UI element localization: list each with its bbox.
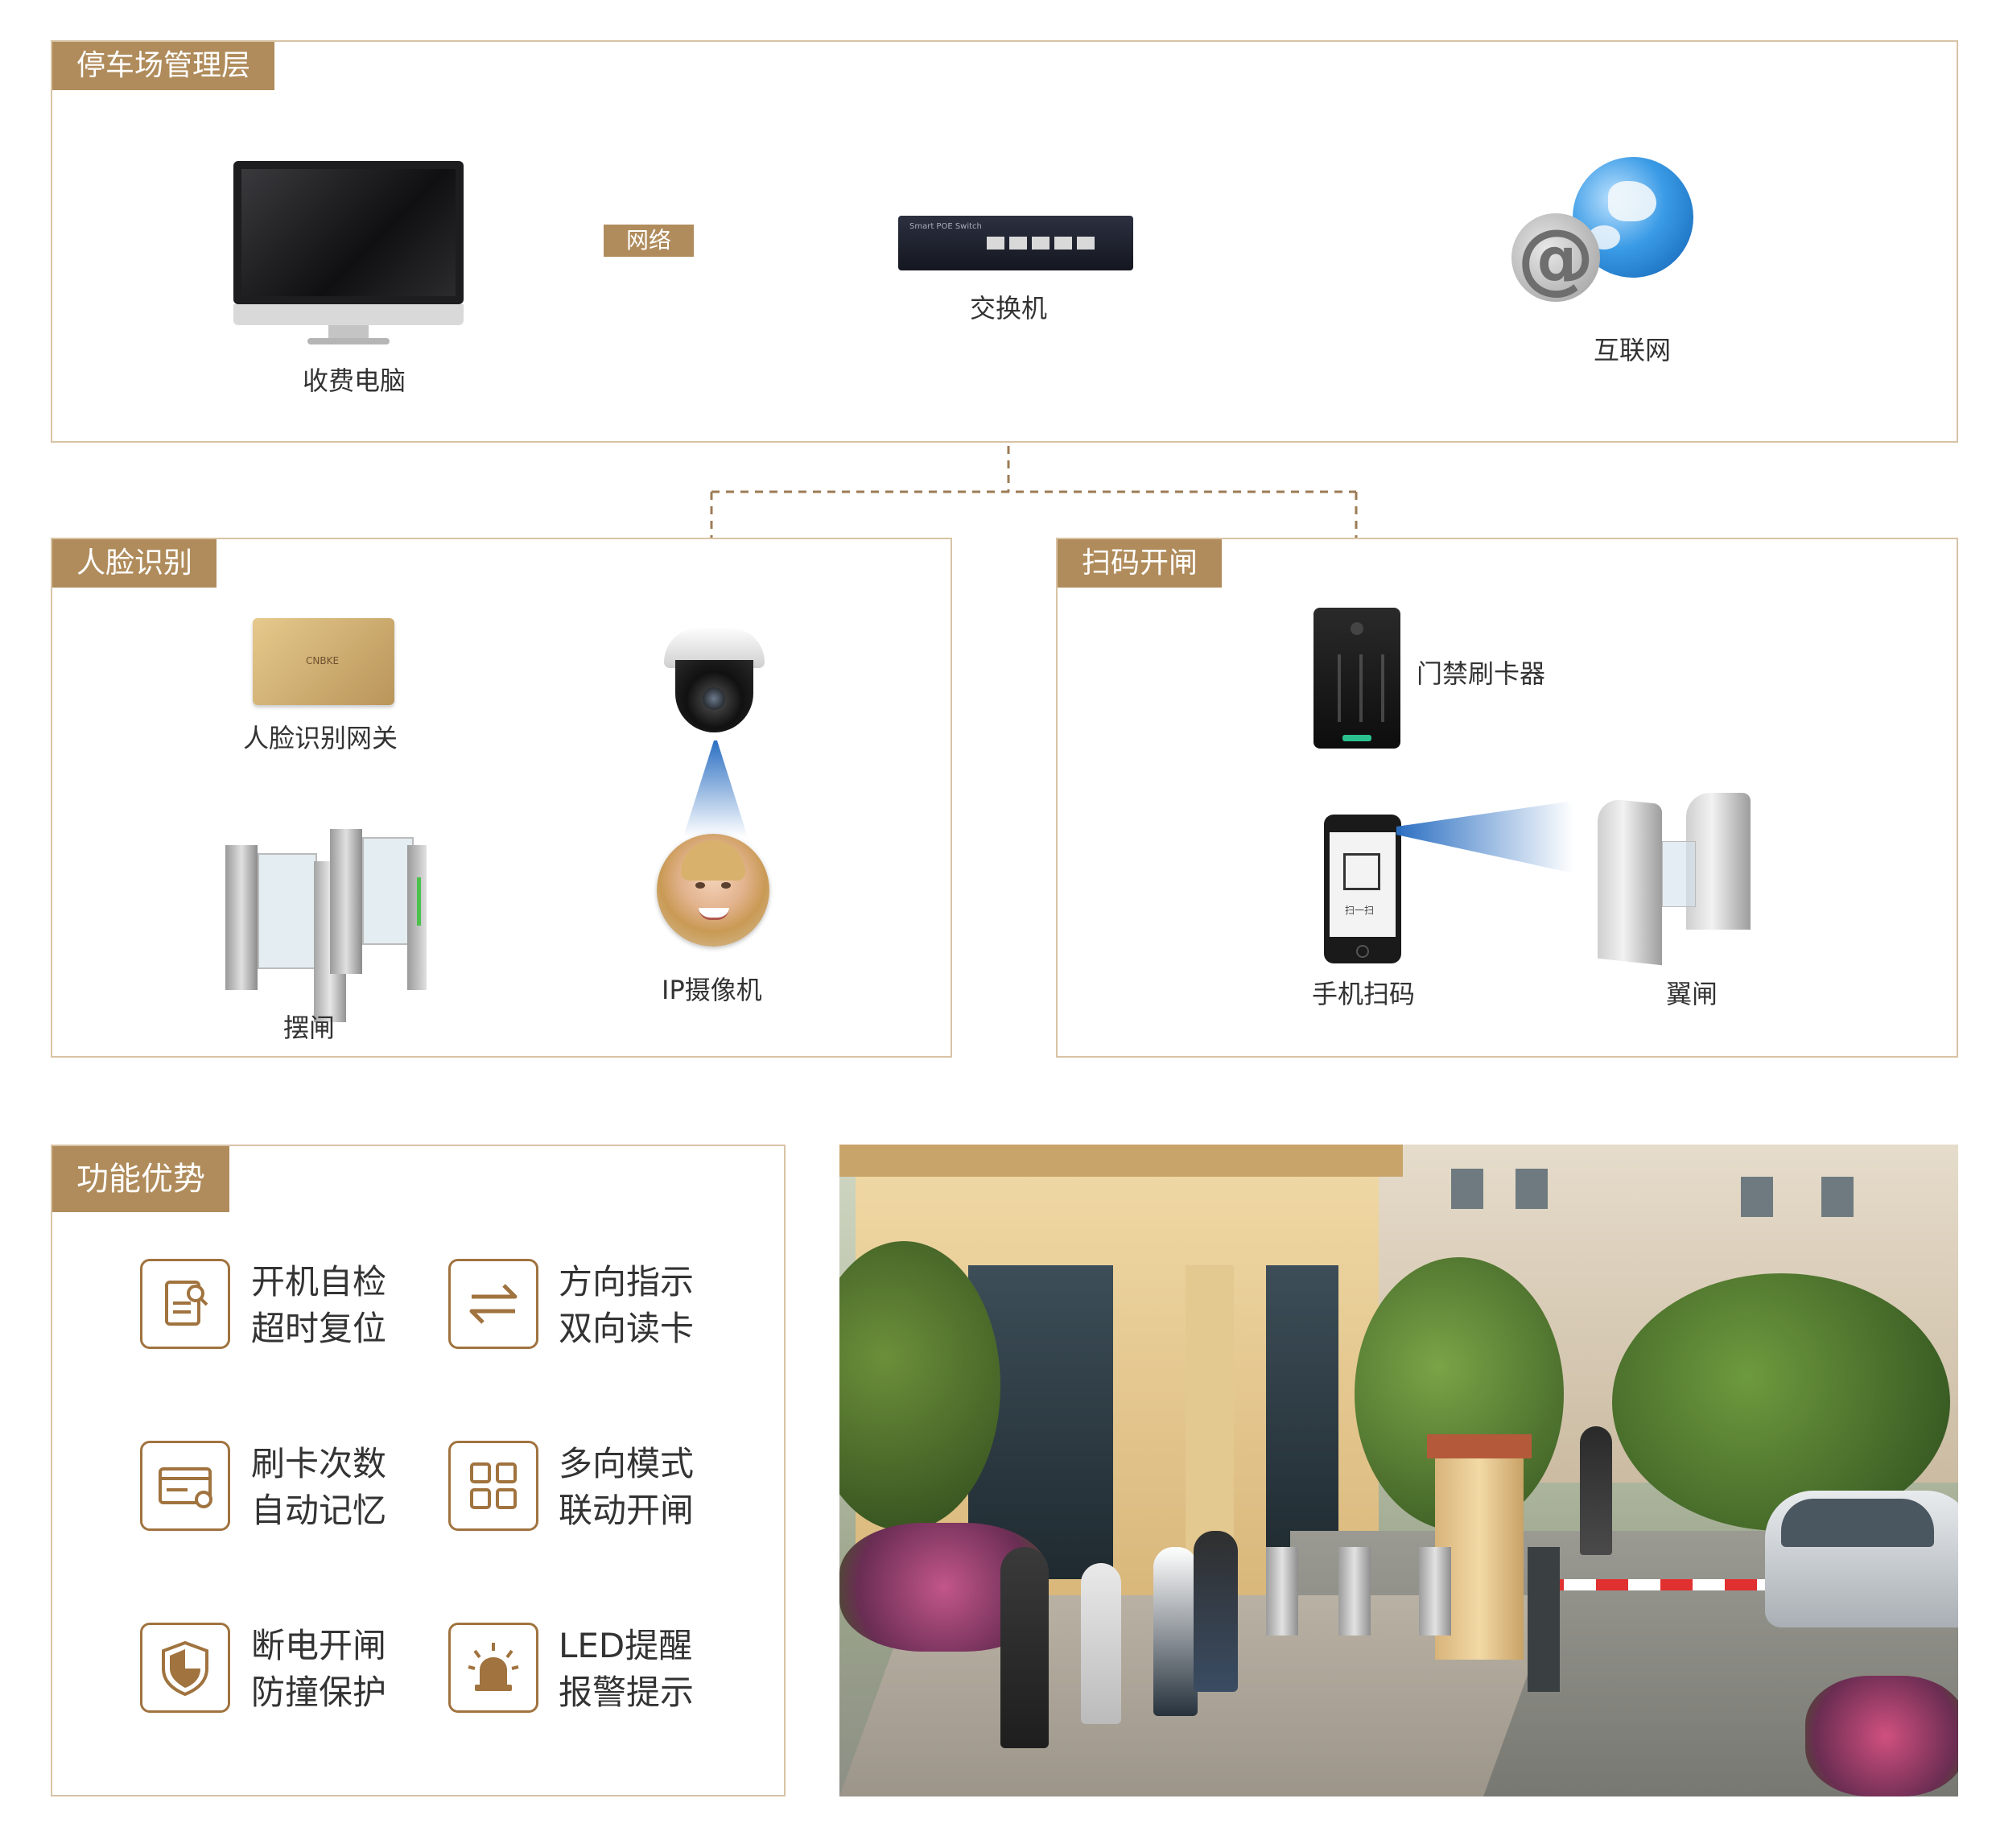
scan-beam bbox=[1396, 801, 1573, 873]
face-gateway-label: 人脸识别网关 bbox=[243, 723, 398, 753]
grid-modules-icon bbox=[448, 1441, 538, 1531]
management-title: 停车场管理层 bbox=[52, 42, 275, 90]
face-panel: 人脸识别 bbox=[51, 538, 952, 1058]
ip-camera-label: IP摄像机 bbox=[662, 975, 762, 1005]
feature-1-line1: 开机自检 bbox=[251, 1262, 387, 1301]
wing-gate-device bbox=[1598, 793, 1767, 966]
network-badge: 网络 bbox=[604, 225, 694, 257]
alarm-light-icon bbox=[448, 1623, 538, 1713]
feature-6-line2: 报警提示 bbox=[559, 1673, 695, 1712]
feature-3-line1: 刷卡次数 bbox=[251, 1444, 387, 1483]
network-switch: Smart POE Switch bbox=[898, 216, 1133, 270]
network-label: 网络 bbox=[625, 227, 671, 254]
face-title: 人脸识别 bbox=[52, 539, 217, 588]
entrance-scene-image bbox=[839, 1145, 1958, 1796]
features-title: 功能优势 bbox=[52, 1146, 229, 1212]
swing-gate-label: 摆闸 bbox=[283, 1013, 336, 1043]
wing-gate-label: 翼闸 bbox=[1666, 979, 1718, 1009]
feature-6-text: LED提醒 报警提示 bbox=[559, 1623, 694, 1716]
scan-panel: 扫码开闸 bbox=[1056, 538, 1958, 1058]
feature-1-line2: 超时复位 bbox=[251, 1309, 387, 1348]
person-face-avatar bbox=[657, 834, 769, 947]
gateway-brand: CNBKE bbox=[306, 655, 340, 666]
feature-2-line1: 方向指示 bbox=[559, 1262, 695, 1301]
shield-icon bbox=[140, 1623, 230, 1713]
camera-beam bbox=[683, 740, 748, 837]
mobile-phone-device: 扫一扫 bbox=[1324, 815, 1401, 963]
feature-3-text: 刷卡次数 自动记忆 bbox=[251, 1441, 386, 1534]
feature-4-line1: 多向模式 bbox=[559, 1444, 695, 1483]
card-reader-label: 门禁刷卡器 bbox=[1417, 658, 1546, 689]
document-search-icon bbox=[140, 1259, 230, 1349]
feature-4-text: 多向模式 联动开闸 bbox=[559, 1441, 694, 1534]
feature-2-text: 方向指示 双向读卡 bbox=[559, 1259, 694, 1352]
scan-title: 扫码开闸 bbox=[1058, 539, 1223, 588]
feature-6-line1: LED提醒 bbox=[559, 1626, 693, 1665]
feature-2-line2: 双向读卡 bbox=[559, 1309, 695, 1348]
ip-camera-device bbox=[664, 628, 765, 736]
internet-label: 互联网 bbox=[1594, 335, 1672, 365]
card-reader-device bbox=[1313, 608, 1400, 749]
phone-scan-label: 手机扫码 bbox=[1312, 979, 1416, 1009]
feature-5-line1: 断电开闸 bbox=[251, 1626, 387, 1665]
feature-5-text: 断电开闸 防撞保护 bbox=[251, 1623, 386, 1716]
feature-4-line2: 联动开闸 bbox=[559, 1491, 695, 1530]
face-gateway-device: CNBKE bbox=[253, 618, 394, 705]
bidirectional-arrows-icon bbox=[448, 1259, 538, 1349]
phone-screen-text: 扫一扫 bbox=[1345, 905, 1375, 916]
pc-monitor bbox=[233, 161, 464, 346]
switch-text: Smart POE Switch bbox=[909, 222, 982, 231]
feature-1-text: 开机自检 超时复位 bbox=[251, 1259, 386, 1352]
card-icon bbox=[140, 1441, 230, 1531]
swing-gate-device bbox=[225, 829, 427, 1022]
feature-5-line2: 防撞保护 bbox=[251, 1673, 387, 1712]
feature-3-line2: 自动记忆 bbox=[251, 1491, 387, 1530]
pc-label: 收费电脑 bbox=[303, 365, 406, 396]
internet-globe-icon: @ bbox=[1511, 157, 1705, 318]
switch-label: 交换机 bbox=[970, 293, 1048, 324]
